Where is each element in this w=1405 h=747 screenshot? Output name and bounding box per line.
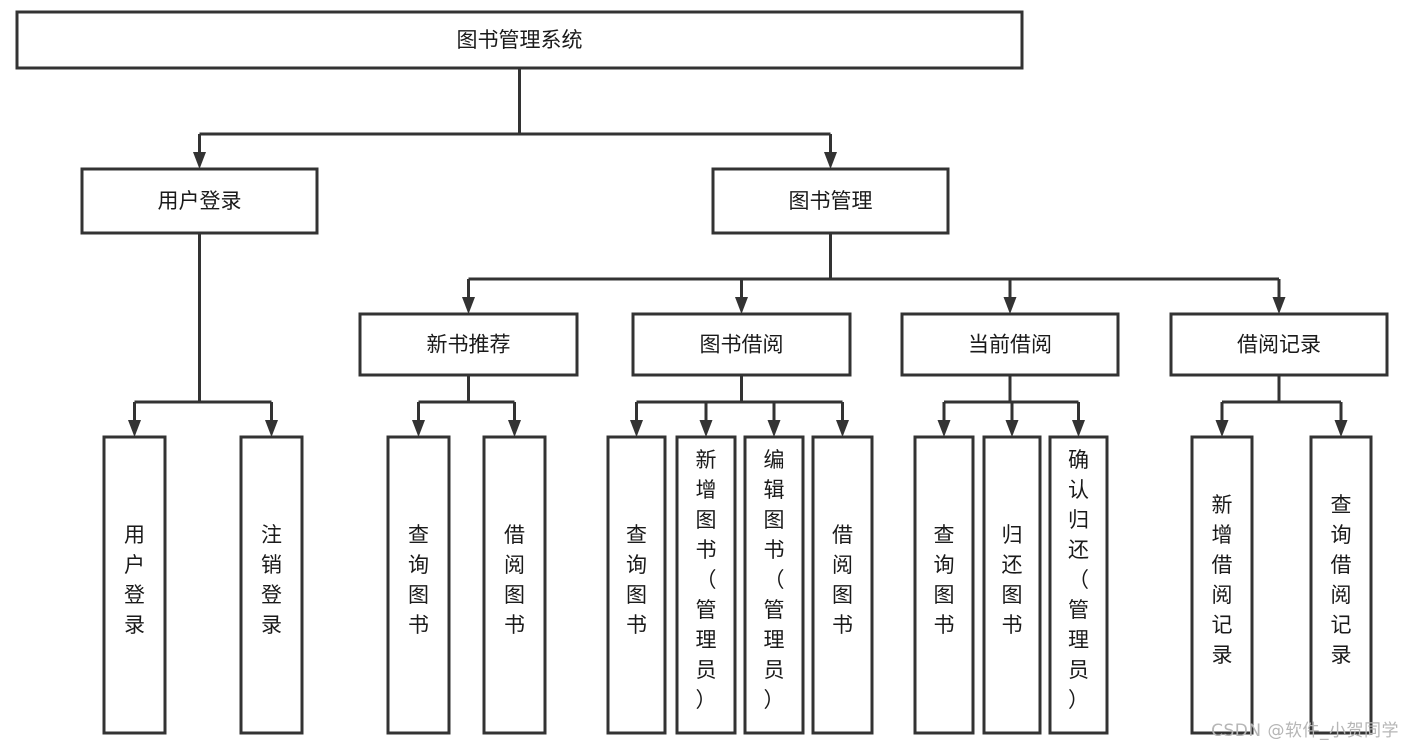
connector-layer	[128, 68, 1348, 437]
node-border	[1048, 435, 1109, 735]
node-label: 编辑图书（管理员）	[764, 448, 785, 712]
node-leaf-confirm-return[interactable]: 确认归还（管理员）	[1048, 435, 1109, 735]
node-border	[982, 435, 1042, 735]
node-leaf-query-book-b[interactable]: 查询图书	[606, 435, 667, 735]
node-leaf-borrow-book-b[interactable]: 借阅图书	[811, 435, 874, 735]
node-label: 查询图书	[934, 523, 955, 637]
node-label: 图书管理	[789, 189, 873, 213]
node-book-borrow[interactable]: 图书借阅	[631, 312, 852, 377]
node-border	[675, 435, 737, 735]
node-label: 借阅图书	[832, 523, 853, 637]
node-border	[358, 312, 579, 377]
node-layer: 图书管理系统用户登录图书管理新书推荐图书借阅当前借阅借阅记录用户登录注销登录查询…	[15, 10, 1389, 735]
node-borrow-record[interactable]: 借阅记录	[1169, 312, 1389, 377]
node-leaf-borrow-book-a[interactable]: 借阅图书	[482, 435, 547, 735]
node-border	[386, 435, 451, 735]
node-leaf-edit-book[interactable]: 编辑图书（管理员）	[743, 435, 805, 735]
node-label: 查询图书	[408, 523, 429, 637]
node-leaf-return-book[interactable]: 归还图书	[982, 435, 1042, 735]
node-root[interactable]: 图书管理系统	[15, 10, 1024, 70]
node-leaf-query-record[interactable]: 查询借阅记录	[1309, 435, 1373, 735]
node-border	[482, 435, 547, 735]
node-leaf-user-login[interactable]: 用户登录	[102, 435, 167, 735]
node-leaf-query-book-c[interactable]: 查询图书	[913, 435, 975, 735]
node-label: 确认归还（管理员）	[1068, 448, 1089, 712]
node-border	[1309, 435, 1373, 735]
node-leaf-add-book[interactable]: 新增图书（管理员）	[675, 435, 737, 735]
node-border	[102, 435, 167, 735]
node-label: 图书管理系统	[457, 28, 583, 52]
node-border	[631, 312, 852, 377]
node-leaf-query-book-a[interactable]: 查询图书	[386, 435, 451, 735]
node-border	[1169, 312, 1389, 377]
node-border	[606, 435, 667, 735]
node-label: 新增图书（管理员）	[696, 448, 717, 712]
node-border	[711, 167, 950, 235]
node-leaf-logout[interactable]: 注销登录	[239, 435, 304, 735]
node-current-borrow[interactable]: 当前借阅	[900, 312, 1120, 377]
node-label: 新书推荐	[427, 333, 511, 357]
node-label: 新增借阅记录	[1212, 493, 1233, 667]
node-border	[811, 435, 874, 735]
node-label: 归还图书	[1002, 523, 1023, 637]
node-label: 注销登录	[261, 523, 282, 637]
node-label: 借阅图书	[504, 523, 525, 637]
node-border	[239, 435, 304, 735]
node-border	[1190, 435, 1254, 735]
node-new-book-rec[interactable]: 新书推荐	[358, 312, 579, 377]
node-border	[15, 10, 1024, 70]
node-border	[743, 435, 805, 735]
node-label: 查询图书	[626, 523, 647, 637]
node-label: 图书借阅	[700, 333, 784, 357]
node-book-manage[interactable]: 图书管理	[711, 167, 950, 235]
node-border	[913, 435, 975, 735]
node-user-login[interactable]: 用户登录	[80, 167, 319, 235]
node-border	[80, 167, 319, 235]
node-leaf-add-record[interactable]: 新增借阅记录	[1190, 435, 1254, 735]
node-label: 借阅记录	[1237, 333, 1321, 357]
node-border	[900, 312, 1120, 377]
node-label: 当前借阅	[968, 333, 1052, 357]
node-label: 用户登录	[158, 189, 242, 213]
node-label: 查询借阅记录	[1331, 493, 1352, 667]
node-label: 用户登录	[124, 523, 145, 637]
